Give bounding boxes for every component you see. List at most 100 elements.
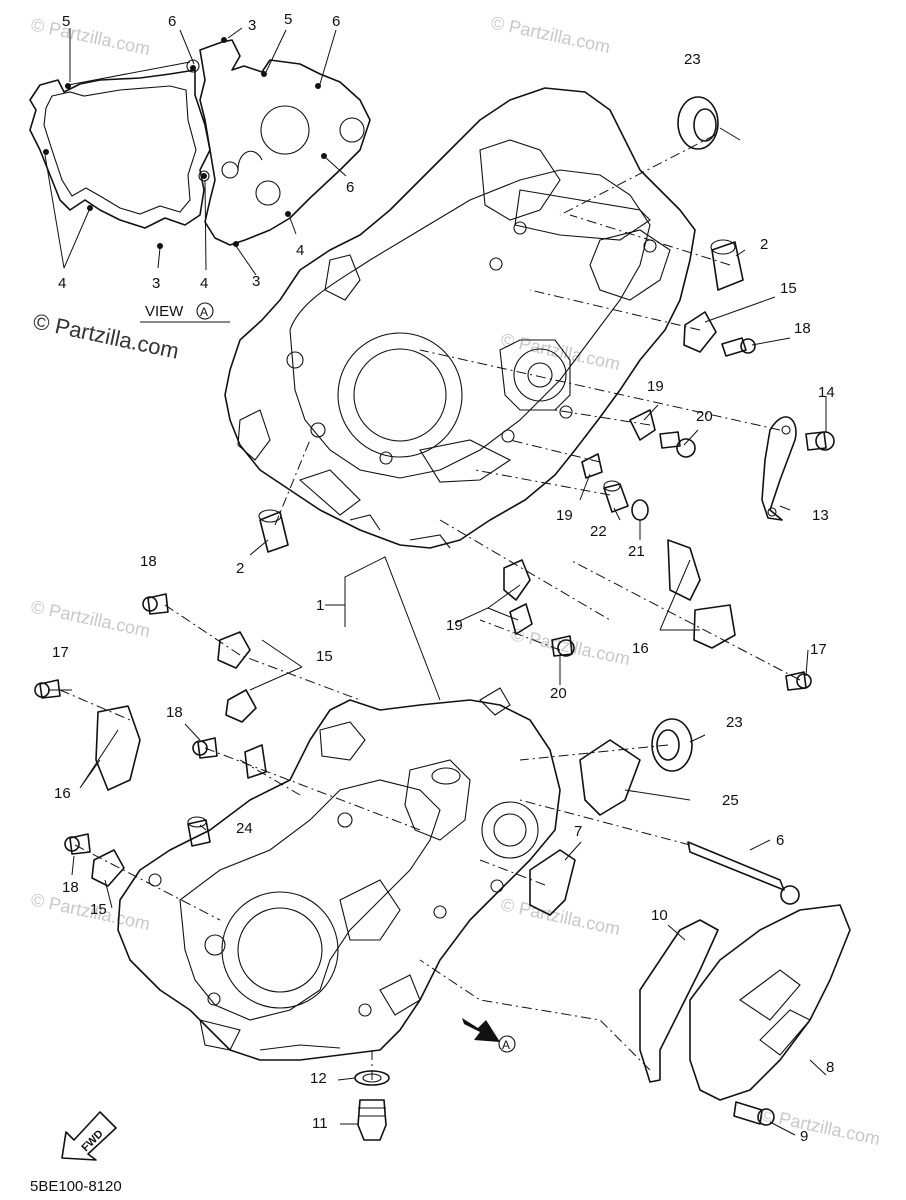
dowel-2-lower: [259, 511, 289, 553]
cover-8: [689, 904, 851, 1101]
plate-19-c: [503, 559, 531, 601]
callout-label: 9: [800, 1128, 808, 1145]
leader-lines: [48, 127, 827, 1136]
callout-label: 7: [574, 823, 582, 840]
callout-label: 17: [810, 641, 827, 658]
plate-16-b: [667, 539, 701, 601]
callout-label: 3: [152, 275, 160, 292]
callout-label: 4: [58, 275, 66, 292]
crankcase-right-half: [224, 87, 696, 549]
bolt-14: [805, 431, 827, 451]
callout-label: 18: [62, 879, 79, 896]
callout-label: 16: [54, 785, 71, 802]
callout-label: 20: [550, 685, 567, 702]
callout-label: 6: [346, 179, 354, 196]
oil-seal-23-lower: [651, 718, 693, 772]
arrow-marker: A: [502, 1038, 510, 1052]
watermark: © Partzilla.com: [499, 329, 622, 374]
callout-label: 6: [332, 13, 340, 30]
callout-label: 19: [647, 378, 664, 395]
callout-label: 12: [310, 1070, 327, 1087]
callout-label: 8: [826, 1059, 834, 1076]
watermark: © Partzilla.com: [489, 12, 612, 57]
callout-label: 21: [628, 543, 645, 560]
gasket-view-a: VIEW A: [29, 27, 371, 323]
callout-label: 18: [140, 553, 157, 570]
callout-labels: 5 6 3 5 6 6 4 4 3 4 3 23 2 15 18 14 19 2…: [52, 11, 835, 1145]
watermark-layer: © Partzilla.com © Partzilla.com © Partzi…: [29, 12, 882, 1149]
screw-18-a: [147, 593, 169, 615]
callout-label: 18: [166, 704, 183, 721]
lower-small-parts: [34, 539, 851, 1141]
callout-label: 17: [52, 644, 69, 661]
callout-label: 4: [200, 275, 208, 292]
callout-label: 5: [284, 11, 292, 28]
plate-7: [529, 849, 576, 916]
dowel-24: [187, 819, 211, 847]
plate-15-upper: [683, 311, 717, 353]
upper-small-parts: [258, 96, 835, 553]
callout-label: 3: [248, 17, 256, 34]
callout-label: 22: [590, 523, 607, 540]
watermark: © Partzilla.com: [29, 596, 152, 641]
watermark: © Partzilla.com: [499, 894, 622, 939]
screw-18-b: [197, 737, 218, 759]
oil-seal-23-upper: [677, 96, 719, 150]
drain-bolt-11: [357, 1099, 387, 1141]
screw-18-c: [69, 833, 91, 855]
gasket-10: [639, 919, 719, 1083]
callout-label: 1: [316, 597, 324, 614]
plate-15-c: [244, 744, 267, 779]
watermark: © Partzilla.com: [759, 1104, 882, 1149]
callout-label: 13: [812, 507, 829, 524]
callout-label: 23: [684, 51, 701, 68]
callout-label: 15: [780, 280, 797, 297]
callout-label: 14: [818, 384, 835, 401]
bolt-20-upper: [659, 431, 681, 449]
screw-9: [733, 1101, 763, 1125]
view-arrow-a: A: [462, 1018, 516, 1053]
callout-label: 15: [90, 901, 107, 918]
callout-label: 19: [446, 617, 463, 634]
callout-label: 11: [312, 1115, 328, 1132]
crankcase-left-half: [117, 687, 561, 1061]
plate-19-b: [581, 453, 603, 479]
diagram-code: 5BE100-8120: [30, 1178, 122, 1195]
collar-22: [603, 483, 629, 513]
callout-label: 25: [722, 792, 739, 809]
dowel-2-upper: [711, 241, 744, 291]
plate-16-a: [95, 705, 141, 791]
callout-label: 10: [651, 907, 668, 924]
plate-16-c: [693, 604, 736, 649]
plate-19-a: [629, 409, 656, 441]
callout-label: 2: [760, 236, 768, 253]
callout-label: 18: [794, 320, 811, 337]
callout-label: 23: [726, 714, 743, 731]
callout-label: 3: [252, 273, 260, 290]
callout-label: 2: [236, 560, 244, 577]
callout-label: 5: [62, 13, 70, 30]
view-marker-circle: [196, 302, 214, 320]
callout-label: 15: [316, 648, 333, 665]
bolt-6: [687, 841, 785, 891]
cover-25: [579, 739, 641, 816]
plate-15-d: [91, 849, 125, 887]
screw-17-a: [39, 679, 61, 699]
callout-label: 4: [296, 242, 304, 259]
callout-label: 6: [776, 832, 784, 849]
callout-label: 19: [556, 507, 573, 524]
callout-label: 24: [236, 820, 253, 837]
plate-19-d: [509, 603, 533, 635]
screw-18-upper: [721, 337, 747, 357]
plate-15-a: [217, 631, 251, 669]
cover-13: [761, 416, 797, 521]
callout-label: 16: [632, 640, 649, 657]
washer-21: [631, 499, 649, 521]
view-label: VIEW: [145, 303, 184, 320]
fwd-arrow: FWD: [61, 1111, 117, 1161]
callout-label: 6: [168, 13, 176, 30]
view-marker: A: [200, 305, 208, 319]
plate-15-b: [225, 689, 257, 723]
watermark: © Partzilla.com: [29, 14, 152, 59]
